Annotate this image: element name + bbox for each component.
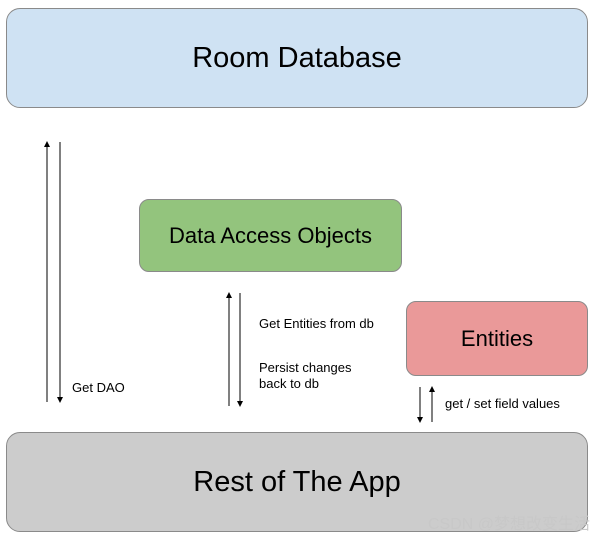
watermark-text: CSDN @梦想改变生活 [427, 516, 590, 533]
room-database-box: Room Database [6, 8, 588, 108]
get-entities-label: Get Entities from db [259, 316, 374, 331]
rest-of-app-box: Rest of The App [6, 432, 588, 532]
room-database-label: Room Database [192, 41, 402, 74]
persist-changes-label: Persist changes back to db [259, 360, 352, 391]
entities-box: Entities [406, 301, 588, 376]
data-access-objects-box: Data Access Objects [139, 199, 402, 272]
entities-label: Entities [460, 325, 534, 351]
field-values-label: get / set field values [445, 396, 560, 411]
rest-of-app-label: Rest of The App [193, 465, 401, 498]
data-access-objects-label: Data Access Objects [169, 222, 372, 248]
get-dao-label: Get DAO [72, 380, 125, 395]
